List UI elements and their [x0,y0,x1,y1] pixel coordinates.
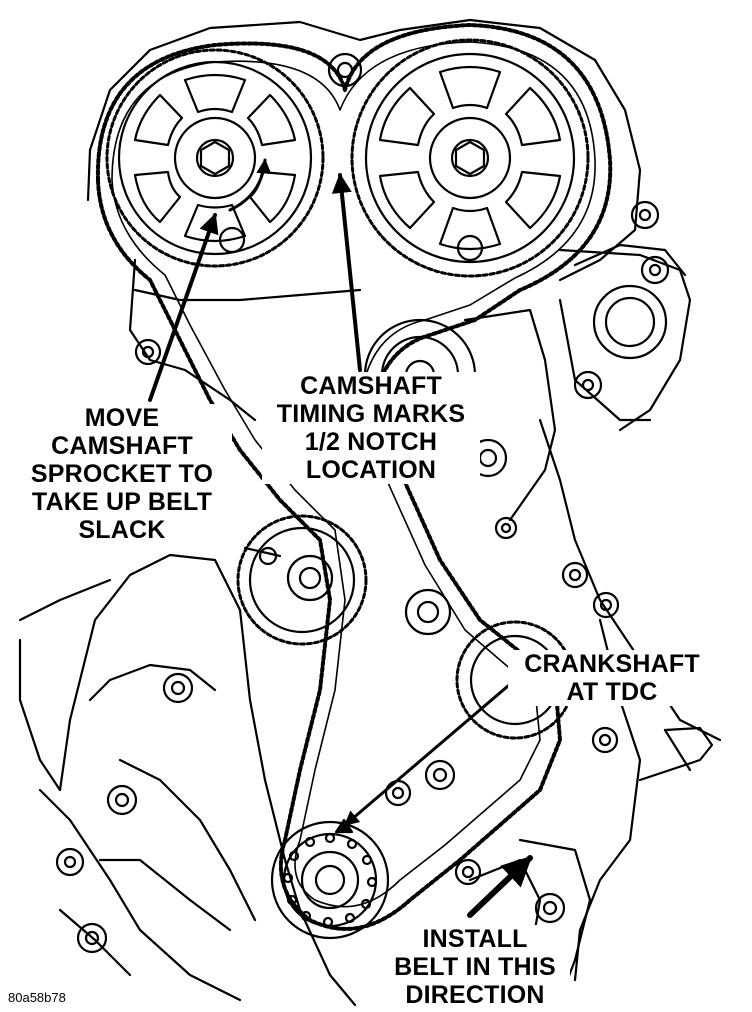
leader-crankshaft [343,678,517,827]
curved-rotation-arrow [228,158,272,212]
label-move-camshaft: MOVE CAMSHAFT SPROCKET TO TAKE UP BELT S… [12,404,232,544]
install-direction-arrow [467,855,533,918]
water-pump-pulley [236,514,368,646]
timing-belt [95,23,613,931]
left-camshaft-sprocket [105,48,325,268]
label-crankshaft: CRANKSHAFT AT TDC [508,650,716,706]
crankshaft-sprocket [270,818,390,940]
engine-block-outline [58,553,357,1007]
figure-id: 80a58b78 [8,990,66,1005]
bolts [55,200,670,954]
leader-timing-marks [331,173,362,372]
leader-move-camshaft [148,213,219,402]
label-install-belt: INSTALL BELT IN THIS DIRECTION [380,925,570,1009]
label-timing-marks: CAMSHAFT TIMING MARKS 1/2 NOTCH LOCATION [262,372,480,484]
right-camshaft-sprocket [350,38,590,278]
